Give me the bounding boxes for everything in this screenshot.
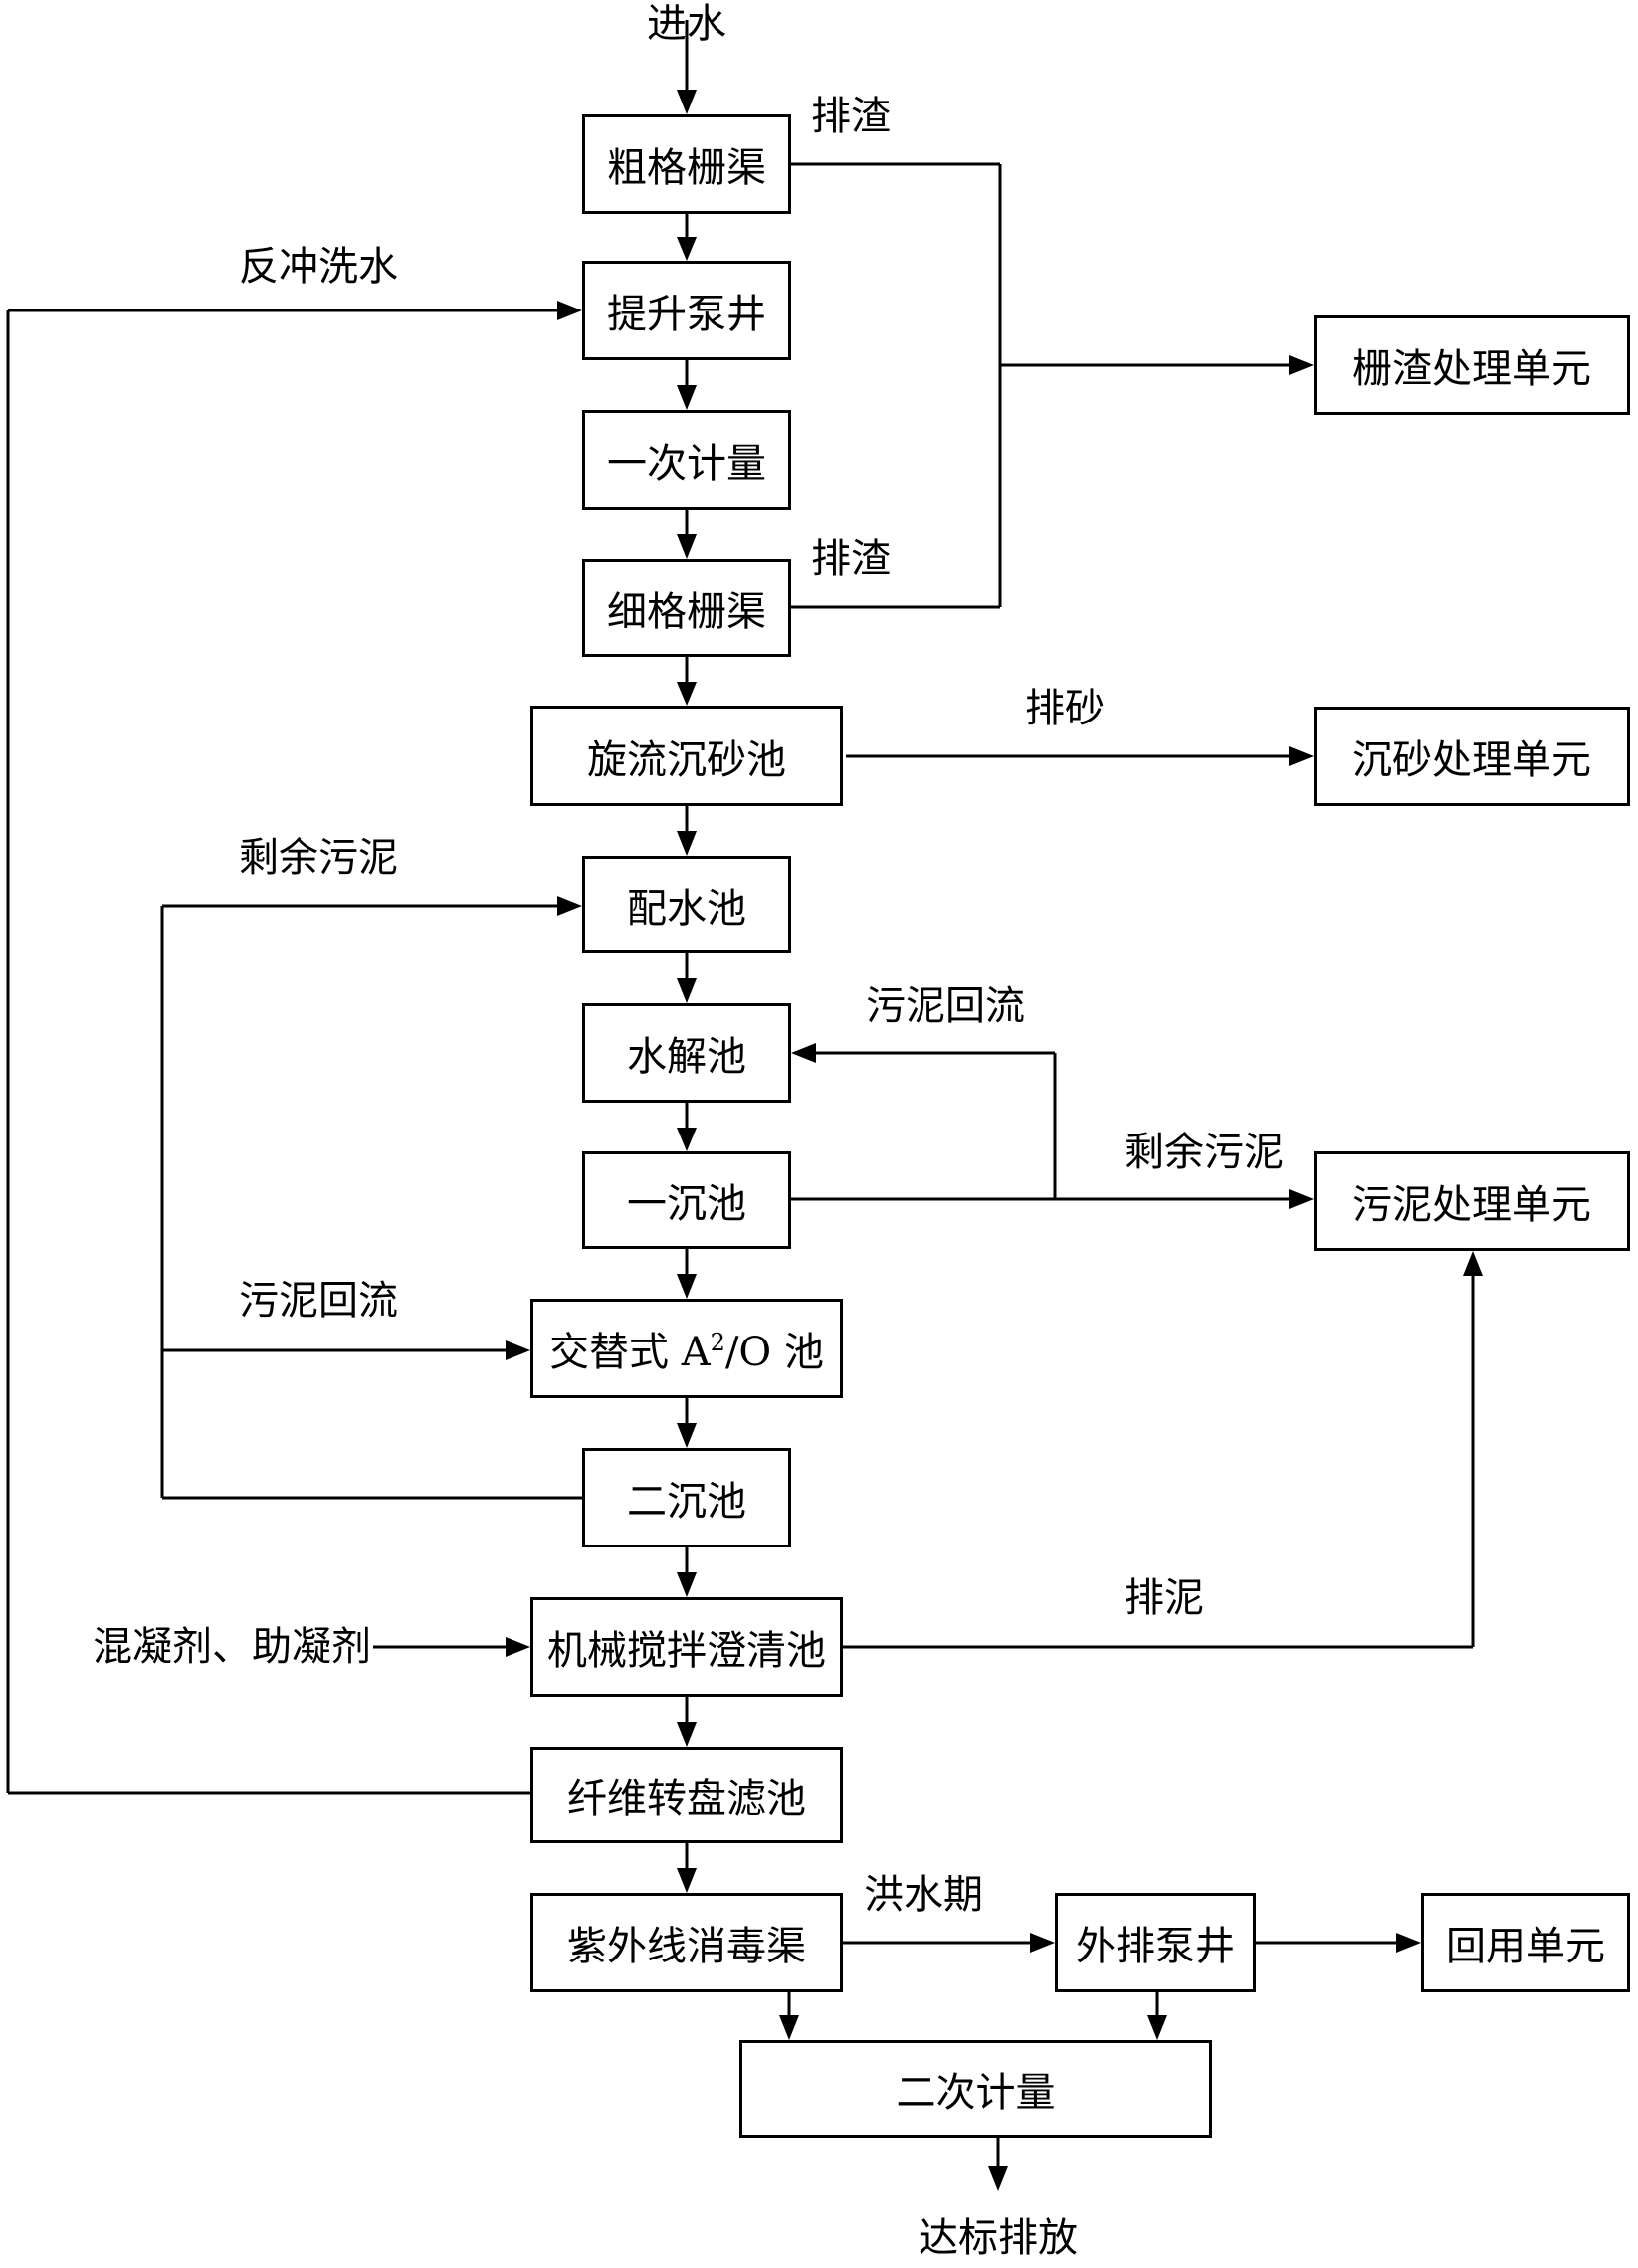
screenings-unit-box: 栅渣处理单元 xyxy=(1314,315,1630,415)
arrow-return-to-hydro xyxy=(791,1043,816,1063)
sludge-return-label-2: 污泥回流 xyxy=(239,1278,398,1324)
primary-clarifier-box: 一沉池 xyxy=(582,1151,791,1249)
primary-meter-box: 一次计量 xyxy=(582,410,791,510)
arrow-discharge xyxy=(988,2166,1008,2191)
reuse-unit-box: 回用单元 xyxy=(1421,1893,1630,1992)
arrow-grit-out xyxy=(1289,746,1314,766)
arrow-coarse-lift xyxy=(677,237,697,261)
arrow-uv-meter xyxy=(779,2015,799,2040)
excess-sludge-label-2: 剩余污泥 xyxy=(1125,1130,1284,1175)
distribution-box: 配水池 xyxy=(582,856,791,953)
arrow-backwash xyxy=(557,301,582,320)
excess-sludge-label-1: 剩余污泥 xyxy=(239,835,398,881)
discharge-label: 达标排放 xyxy=(919,2215,1078,2261)
screenings-label-1: 排渣 xyxy=(811,94,891,139)
arrow-dist-hydro xyxy=(677,978,697,1003)
lift-pump-box: 提升泵井 xyxy=(582,261,791,360)
arrow-primary-sludge xyxy=(1289,1189,1314,1209)
arrow-secondary-mech xyxy=(677,1572,697,1597)
inflow-label: 进水 xyxy=(647,1,726,47)
hydrolysis-box: 水解池 xyxy=(582,1003,791,1103)
arrow-flood xyxy=(1030,1933,1055,1953)
arrow-inflow xyxy=(677,90,697,114)
a2o-suffix: /O 池 xyxy=(724,1330,824,1375)
a2o-prefix: 交替式 A xyxy=(549,1330,711,1375)
fine-screen-box: 细格栅渠 xyxy=(582,559,791,657)
arrow-to-reuse xyxy=(1396,1933,1421,1953)
backwash-label: 反冲洗水 xyxy=(239,244,398,290)
arrow-excess-to-dist xyxy=(557,896,582,916)
arrow-hydro-primary xyxy=(677,1128,697,1151)
arrow-primary-a2o xyxy=(677,1274,697,1299)
arrow-coagulant xyxy=(506,1637,530,1657)
arrow-filter-uv xyxy=(677,1868,697,1893)
coagulant-label: 混凝剂、助凝剂 xyxy=(93,1624,371,1670)
secondary-meter-box: 二次计量 xyxy=(739,2040,1212,2138)
vortex-grit-box: 旋流沉砂池 xyxy=(530,706,843,806)
a2o-superscript: 2 xyxy=(710,1329,725,1356)
arrow-grit-dist xyxy=(677,831,697,856)
fiber-disk-filter-box: 纤维转盘滤池 xyxy=(530,1747,843,1843)
arrow-pump-meter xyxy=(1147,2015,1167,2040)
sludge-return-label-1: 污泥回流 xyxy=(866,983,1025,1029)
mech-clarifier-box: 机械搅拌澄清池 xyxy=(530,1597,843,1697)
arrow-sludge-out xyxy=(1463,1251,1483,1276)
arrow-fine-grit xyxy=(677,682,697,706)
grit-out-label: 排砂 xyxy=(1025,686,1105,731)
arrow-a2o-secondary xyxy=(677,1423,697,1448)
arrow-meter-fine xyxy=(677,534,697,559)
outfall-pump-box: 外排泵井 xyxy=(1055,1893,1256,1992)
arrow-screenings xyxy=(1289,355,1314,375)
arrow-mech-filter xyxy=(677,1722,697,1747)
screenings-label-2: 排渣 xyxy=(811,536,891,582)
flood-period-label: 洪水期 xyxy=(864,1872,983,1918)
arrow-lift-meter xyxy=(677,385,697,410)
secondary-clarifier-box: 二沉池 xyxy=(582,1448,791,1547)
grit-unit-box: 沉砂处理单元 xyxy=(1314,707,1630,806)
arrow-return-to-a2o xyxy=(506,1340,530,1360)
coarse-screen-box: 粗格栅渠 xyxy=(582,114,791,214)
sludge-out-label: 排泥 xyxy=(1125,1575,1204,1621)
sludge-unit-box: 污泥处理单元 xyxy=(1314,1151,1630,1251)
uv-channel-box: 紫外线消毒渠 xyxy=(530,1893,843,1992)
